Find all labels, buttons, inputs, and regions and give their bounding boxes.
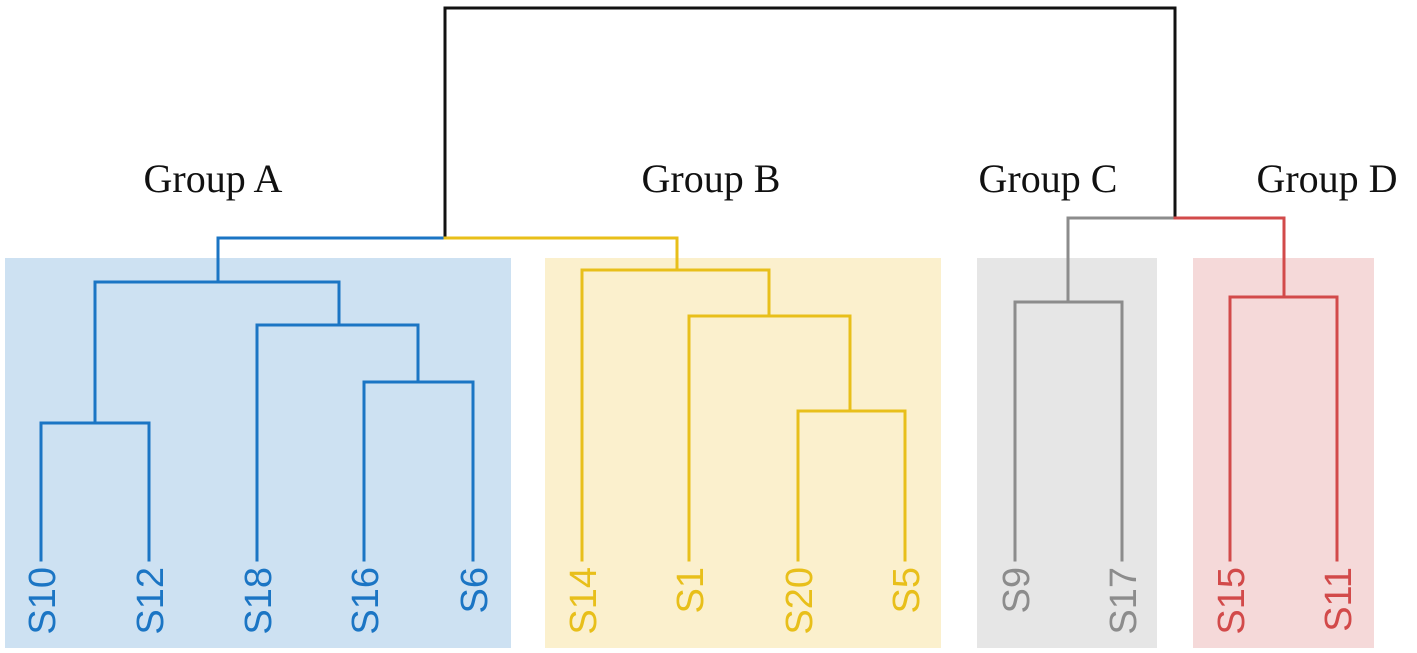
group-d-connector xyxy=(1173,216,1286,299)
leaf-label-s9: S9 xyxy=(996,567,1038,613)
leaf-label-s6: S6 xyxy=(454,567,496,613)
leaf-label-s20: S20 xyxy=(779,567,821,635)
group-b-panel xyxy=(545,258,941,648)
group-c-panel xyxy=(977,258,1157,648)
group-b-branches xyxy=(443,236,907,562)
group-a-connector xyxy=(216,236,447,284)
leaf-label-s18: S18 xyxy=(238,567,280,635)
leaf-label-s16: S16 xyxy=(345,567,387,635)
root-branch xyxy=(443,6,1177,240)
leaf-label-s11: S11 xyxy=(1318,567,1360,632)
leaf-label-s10: S10 xyxy=(22,567,64,635)
group-b-subcluster xyxy=(687,314,852,562)
leaf-label-s1: S1 xyxy=(670,567,712,613)
group-d-label: Group D xyxy=(1256,156,1397,201)
group-a-pair-s16-s6 xyxy=(362,380,475,562)
group-a-cluster xyxy=(93,280,341,425)
group-c-branches xyxy=(1013,216,1177,562)
group-b-label: Group B xyxy=(642,156,781,201)
leaf-label-s15: S15 xyxy=(1211,567,1253,635)
group-c-pair-s9-s17 xyxy=(1013,300,1124,562)
leaf-label-s17: S17 xyxy=(1103,567,1145,635)
leaf-label-s14: S14 xyxy=(563,567,605,635)
group-d-branches xyxy=(1173,216,1339,562)
group-c-label: Group C xyxy=(979,156,1118,201)
group-b-connector xyxy=(443,236,679,272)
group-a-subcluster xyxy=(255,323,420,562)
leaf-label-s5: S5 xyxy=(886,567,928,613)
group-c-connector xyxy=(1066,216,1177,304)
group-d-pair-s15-s11 xyxy=(1228,295,1339,562)
group-b-pair-s20-s5 xyxy=(796,409,907,562)
group-a-label: Group A xyxy=(144,156,283,201)
group-a-branches xyxy=(39,236,475,562)
group-d-panel xyxy=(1193,258,1374,648)
group-b-cluster xyxy=(580,268,771,562)
leaf-label-s12: S12 xyxy=(130,567,172,635)
group-a-pair-s10-s12 xyxy=(39,421,151,562)
